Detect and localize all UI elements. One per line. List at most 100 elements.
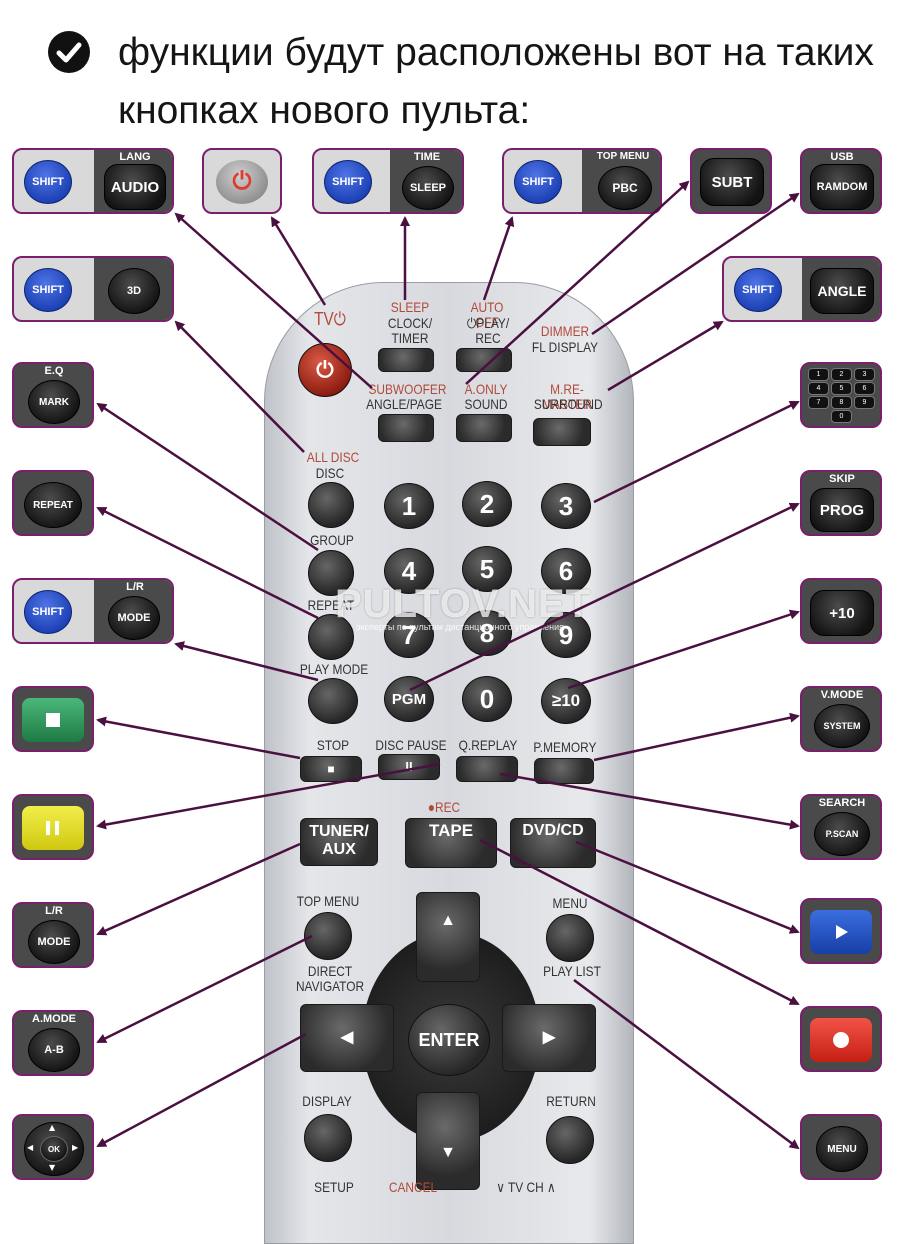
shift-button[interactable]: SHIFT (734, 268, 782, 312)
menu-button[interactable]: MENU (816, 1126, 868, 1172)
digit-7-key[interactable]: 7 (384, 612, 434, 658)
arrow-tv-power (270, 216, 327, 306)
ab-button[interactable]: A-B (28, 1028, 80, 1072)
clock-timer-key[interactable] (378, 348, 434, 372)
power-icon[interactable]: ⏻ (216, 160, 268, 204)
stop-button[interactable] (22, 698, 84, 742)
play-button[interactable] (810, 910, 872, 954)
shift-button[interactable]: SHIFT (24, 160, 72, 204)
tape-key[interactable]: TAPE (405, 818, 497, 868)
arrow-dvd-play (575, 840, 800, 934)
enter-key[interactable]: ENTER (408, 1004, 490, 1076)
q-replay-key[interactable] (456, 756, 518, 782)
eq-label: E.Q (44, 365, 64, 377)
pscan-button[interactable]: P.SCAN (814, 812, 870, 856)
ok-button[interactable]: OK (40, 1136, 68, 1162)
mark-button[interactable]: MARK (28, 380, 80, 424)
dpad-down-icon: ▼ (49, 1163, 56, 1172)
numpad-key-3[interactable]: 3 (854, 368, 875, 381)
angle-button[interactable]: ANGLE (810, 268, 874, 314)
plus10-button[interactable]: +10 (810, 590, 874, 636)
p-memory-key[interactable] (534, 758, 594, 784)
arrow-all-disc-3d (174, 320, 305, 453)
disc-key[interactable] (308, 482, 354, 528)
sleep-button[interactable]: SLEEP (402, 166, 454, 210)
digit-9-key[interactable]: 9 (541, 612, 591, 658)
numpad-key-1[interactable]: 1 (808, 368, 829, 381)
digit-4-key[interactable]: 4 (384, 548, 434, 594)
angle-page-label: ANGLE/PAGE (366, 396, 442, 412)
arrow-pgm-prog (409, 502, 800, 692)
top-menu-label: TOP MENU (596, 151, 650, 162)
all-disc-label: ALL DISC (306, 449, 360, 465)
stop-key[interactable]: ■ (300, 756, 362, 782)
random-button[interactable]: RAMDOM (810, 164, 874, 210)
arrow-pmemory-system (593, 712, 800, 762)
digit-8-key[interactable]: 8 (462, 610, 512, 656)
numpad-key-9[interactable]: 9 (854, 396, 875, 409)
dpad-up-icon: ▲ (49, 1123, 56, 1132)
nav-up-key[interactable]: ▲ (416, 892, 480, 982)
pause-button[interactable] (22, 806, 84, 850)
numpad-key-0[interactable]: 0 (831, 410, 852, 423)
shift-button[interactable]: SHIFT (24, 590, 72, 634)
numpad-key-4[interactable]: 4 (808, 382, 829, 395)
digit-3-key[interactable]: 3 (541, 483, 591, 529)
numpad-key-5[interactable]: 5 (831, 382, 852, 395)
tuner-aux-key[interactable]: TUNER/ AUX (300, 818, 378, 866)
menu-key[interactable] (546, 914, 594, 962)
play-mode-key[interactable] (308, 678, 358, 724)
tile-shift-angle: SHIFT ANGLE (722, 256, 882, 322)
tile-mark: E.Q MARK (12, 362, 94, 428)
shift-button[interactable]: SHIFT (514, 160, 562, 204)
arrow-subwoofer-audio (174, 212, 373, 389)
digit-5-key[interactable]: 5 (462, 546, 512, 592)
mode2-button[interactable]: MODE (28, 920, 80, 964)
audio-button[interactable]: AUDIO (104, 164, 166, 210)
direct-navigator-label: DIRECT NAVIGATOR (295, 963, 365, 994)
usb-label: USB (830, 151, 854, 163)
a-only-label: A.ONLY (464, 381, 508, 397)
heading: функции будут расположены вот на таких к… (118, 31, 874, 132)
disc-pause-key[interactable]: II (378, 754, 440, 780)
tv-power-key[interactable]: ⏻ (298, 343, 352, 397)
repeat-button[interactable]: REPEAT (24, 482, 82, 528)
arrow-play-mode (174, 641, 319, 682)
prog-button[interactable]: PROG (810, 488, 874, 532)
numpad-key-2[interactable]: 2 (831, 368, 852, 381)
subt-button[interactable]: SUBT (700, 158, 764, 206)
numpad-key-8[interactable]: 8 (831, 396, 852, 409)
repeat-key[interactable] (308, 614, 354, 660)
shift-button[interactable]: SHIFT (24, 268, 72, 312)
record-button[interactable] (810, 1018, 872, 1062)
sleep-label: SLEEP (390, 299, 430, 315)
digit-2-key[interactable]: 2 (462, 481, 512, 527)
tile-repeat: REPEAT (12, 470, 94, 536)
nav-down-key[interactable]: ▼ (416, 1092, 480, 1190)
digit-1-key[interactable]: 1 (384, 483, 434, 529)
sound-key[interactable] (456, 414, 512, 442)
return-key[interactable] (546, 1116, 594, 1164)
nav-right-key[interactable]: ▶ (502, 1004, 596, 1072)
arrow-3-numpad (593, 400, 800, 504)
3d-button[interactable]: 3D (108, 268, 160, 314)
angle-page-key[interactable] (378, 414, 434, 442)
digit-6-key[interactable]: 6 (541, 548, 591, 594)
display-key[interactable] (304, 1114, 352, 1162)
mode-button[interactable]: MODE (108, 596, 160, 640)
ge10-key[interactable]: ≥10 (541, 678, 591, 724)
numpad-key-6[interactable]: 6 (854, 382, 875, 395)
nav-left-key[interactable]: ◀ (300, 1004, 394, 1072)
digit-0-key[interactable]: 0 (462, 676, 512, 722)
pbc-button[interactable]: PBC (598, 166, 652, 210)
arrow-m-remaster-angle (607, 320, 724, 392)
arrow-ge10-plus10 (567, 609, 800, 690)
arrow-a-only-subt (465, 180, 690, 385)
surround-key[interactable] (533, 418, 591, 446)
system-button[interactable]: SYSTEM (814, 704, 870, 748)
numpad-key-7[interactable]: 7 (808, 396, 829, 409)
shift-button[interactable]: SHIFT (324, 160, 372, 204)
tile-shift-mode: SHIFT L/R MODE (12, 578, 174, 644)
group-key[interactable] (308, 550, 354, 596)
tile-mode2: L/R MODE (12, 902, 94, 968)
